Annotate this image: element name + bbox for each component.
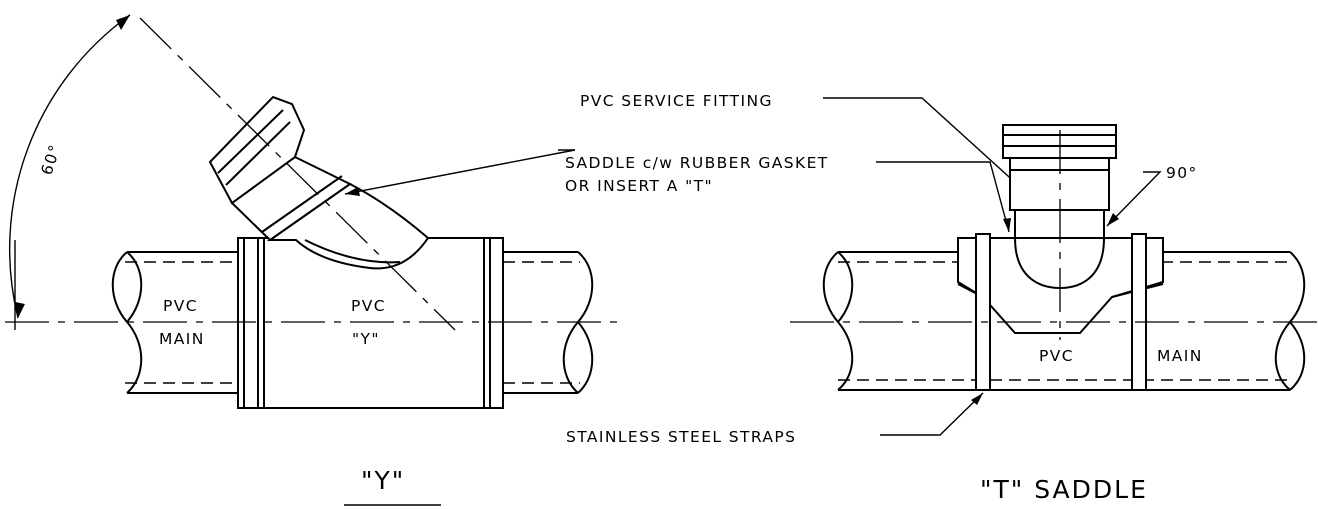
y-pvc-y-label-top: PVC [351, 297, 386, 315]
y-pvc-y-label-bottom: "Y" [352, 330, 380, 348]
t-stainless-straps [975, 233, 1147, 391]
y-fitting-view: 60° [5, 14, 622, 506]
y-pvc-main-label-bottom: MAIN [159, 330, 205, 348]
angle-60-dimension [8, 14, 131, 330]
stainless-steel-straps-label: STAINLESS STEEL STRAPS [566, 428, 796, 446]
t-view-title: "T" SADDLE [980, 475, 1148, 504]
angle-60-label: 60° [38, 142, 65, 178]
pvc-service-fitting-label: PVC SERVICE FITTING [580, 92, 773, 110]
y-branch-fitting [208, 95, 430, 270]
t-main-label: MAIN [1157, 347, 1203, 365]
saddle-label-line1: SADDLE c/w RUBBER GASKET [565, 154, 829, 172]
y-view-title: "Y" [361, 466, 405, 495]
angle-90-label: 90° [1166, 164, 1198, 182]
callout-leaders [344, 97, 1162, 436]
t-pvc-label: PVC [1039, 347, 1074, 365]
y-branch-centerline [139, 17, 456, 331]
saddle-label-line2: OR INSERT A "T" [565, 177, 713, 195]
t-saddle-view: PVC MAIN "T" SADDLE [790, 124, 1318, 504]
y-pvc-main-label-top: PVC [163, 297, 198, 315]
